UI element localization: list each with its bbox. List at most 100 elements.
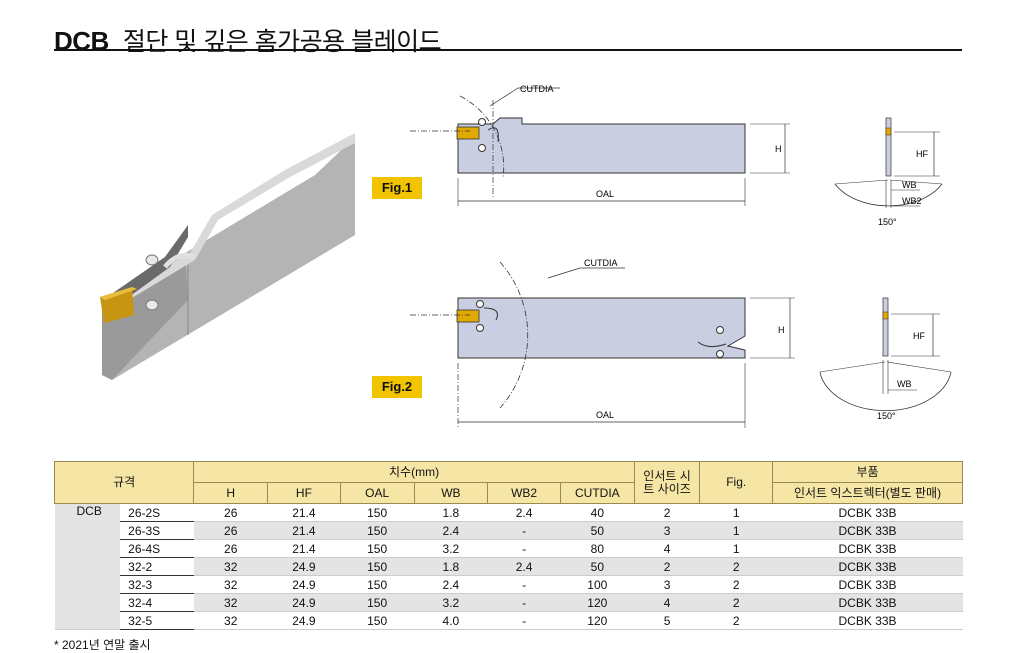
fig1-oal-label: OAL bbox=[596, 189, 614, 199]
row-hf: 21.4 bbox=[267, 521, 341, 540]
row-wb2: 2.4 bbox=[487, 503, 561, 522]
row-wb2: - bbox=[487, 539, 561, 558]
fig1-wb-label: WB bbox=[902, 180, 917, 190]
row-part: DCBK 33B bbox=[772, 557, 963, 576]
row-fig: 2 bbox=[699, 593, 773, 612]
row-size: 3 bbox=[634, 575, 700, 594]
row-wb: 3.2 bbox=[414, 593, 488, 612]
table-row: 26-4S 26 21.4 150 3.2 - 80 4 1 DCBK 33B bbox=[55, 539, 963, 558]
header-wb2: WB2 bbox=[487, 482, 561, 504]
row-size: 5 bbox=[634, 611, 700, 630]
row-wb: 3.2 bbox=[414, 539, 488, 558]
row-wb: 2.4 bbox=[414, 575, 488, 594]
header-h: H bbox=[193, 482, 269, 504]
row-wb2: - bbox=[487, 575, 561, 594]
spec-table: 규격 치수(mm) 인서트 시트 사이즈 Fig. 부품 H HF OAL WB… bbox=[53, 461, 963, 630]
row-wb2: - bbox=[487, 611, 561, 630]
table-row: DCB 26-2S 26 21.4 150 1.8 2.4 40 2 1 DCB… bbox=[54, 503, 963, 630]
fig1-h-label: H bbox=[775, 144, 782, 154]
row-fig: 2 bbox=[699, 575, 773, 594]
row-cutdia: 80 bbox=[560, 539, 635, 558]
fig1-end-view: HF WB WB2 150° bbox=[834, 117, 943, 227]
fig2-label: Fig.2 bbox=[372, 376, 422, 398]
row-fig: 1 bbox=[699, 539, 773, 558]
model-cell: DCB bbox=[54, 503, 121, 630]
row-oal: 150 bbox=[340, 611, 414, 630]
row-fig: 2 bbox=[699, 611, 773, 630]
header-hf: HF bbox=[267, 482, 341, 504]
title-code: DCB bbox=[54, 26, 109, 56]
row-oal: 150 bbox=[340, 593, 414, 612]
fig2-cutdia-label: CUTDIA bbox=[584, 258, 618, 268]
row-fig: 1 bbox=[699, 521, 773, 540]
row-code: 32-2 bbox=[120, 557, 194, 576]
row-wb2: - bbox=[487, 521, 561, 540]
footnote: * 2021년 연말 출시 bbox=[54, 638, 151, 652]
table-row: 32-2 32 24.9 150 1.8 2.4 50 2 2 DCBK 33B bbox=[55, 557, 963, 576]
row-h: 32 bbox=[193, 593, 268, 612]
row-wb2: 2.4 bbox=[487, 557, 561, 576]
row-cutdia: 50 bbox=[560, 557, 635, 576]
header-insert-size: 인서트 시트 사이즈 bbox=[633, 461, 701, 504]
row-wb: 1.8 bbox=[414, 503, 488, 522]
row-part: DCBK 33B bbox=[772, 521, 963, 540]
row-wb: 4.0 bbox=[414, 611, 488, 630]
row-cutdia: 40 bbox=[560, 503, 635, 522]
fig1-angle-label: 150° bbox=[878, 217, 897, 227]
fig2-angle-label: 150° bbox=[877, 411, 896, 421]
row-cutdia: 50 bbox=[560, 521, 635, 540]
fig1-label: Fig.1 bbox=[372, 177, 422, 199]
row-hf: 24.9 bbox=[267, 575, 341, 594]
row-code: 32-3 bbox=[120, 575, 194, 594]
row-oal: 150 bbox=[340, 521, 414, 540]
table-row: 32-4 32 24.9 150 3.2 - 120 4 2 DCBK 33B bbox=[55, 593, 963, 612]
row-oal: 150 bbox=[340, 557, 414, 576]
row-code: 32-4 bbox=[120, 593, 194, 612]
row-cutdia: 100 bbox=[560, 575, 635, 594]
row-part: DCBK 33B bbox=[772, 503, 963, 522]
row-hf: 21.4 bbox=[267, 539, 341, 558]
row-hf: 24.9 bbox=[267, 611, 341, 630]
header-parts: 부품 bbox=[772, 461, 963, 483]
row-code: 26-3S bbox=[120, 521, 194, 540]
row-code: 26-2S bbox=[120, 503, 194, 522]
table-row: 26-3S 26 21.4 150 2.4 - 50 3 1 DCBK 33B bbox=[55, 521, 963, 540]
row-oal: 150 bbox=[340, 539, 414, 558]
fig2-side-drawing: CUTDIA H OAL bbox=[410, 258, 795, 428]
fig1-side-drawing: CUTDIA H OAL bbox=[410, 84, 790, 206]
row-h: 32 bbox=[193, 575, 268, 594]
row-size: 4 bbox=[634, 539, 700, 558]
header-wb: WB bbox=[413, 482, 489, 504]
header-cutdia: CUTDIA bbox=[559, 482, 635, 504]
row-wb2: - bbox=[487, 593, 561, 612]
fig1-hf-label: HF bbox=[916, 149, 928, 159]
blade-3d-illustration bbox=[100, 133, 355, 380]
row-h: 26 bbox=[193, 521, 268, 540]
row-size: 3 bbox=[634, 521, 700, 540]
header-fig: Fig. bbox=[699, 461, 774, 504]
row-h: 32 bbox=[193, 611, 268, 630]
row-size: 4 bbox=[634, 593, 700, 612]
row-part: DCBK 33B bbox=[772, 611, 963, 630]
fig2-wb-label: WB bbox=[897, 379, 912, 389]
fig1-wb2-label: WB2 bbox=[902, 196, 922, 206]
row-oal: 150 bbox=[340, 575, 414, 594]
header-dims: 치수(mm) bbox=[193, 461, 635, 483]
row-hf: 24.9 bbox=[267, 557, 341, 576]
fig1-cutdia-label: CUTDIA bbox=[520, 84, 554, 94]
row-part: DCBK 33B bbox=[772, 593, 963, 612]
row-fig: 1 bbox=[699, 503, 773, 522]
row-code: 32-5 bbox=[120, 611, 194, 630]
row-hf: 24.9 bbox=[267, 593, 341, 612]
row-size: 2 bbox=[634, 557, 700, 576]
fig2-oal-label: OAL bbox=[596, 410, 614, 420]
row-hf: 21.4 bbox=[267, 503, 341, 522]
row-part: DCBK 33B bbox=[772, 575, 963, 594]
row-h: 26 bbox=[193, 539, 268, 558]
row-size: 2 bbox=[634, 503, 700, 522]
fig2-hf-label: HF bbox=[913, 331, 925, 341]
row-cutdia: 120 bbox=[560, 611, 635, 630]
row-cutdia: 120 bbox=[560, 593, 635, 612]
row-wb: 2.4 bbox=[414, 521, 488, 540]
